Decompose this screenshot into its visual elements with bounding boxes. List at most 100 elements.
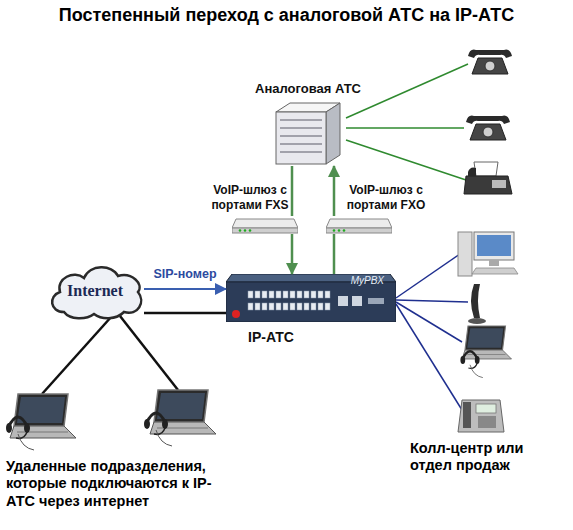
lan-wire	[396, 300, 468, 302]
node-label: IP-АТС	[186, 329, 356, 346]
connector	[291, 234, 294, 274]
lan-port	[248, 291, 253, 298]
gateway-top	[326, 219, 392, 228]
ip-desk-phone	[458, 400, 504, 432]
lan-wire	[396, 304, 462, 410]
pc-screen	[477, 235, 511, 256]
lan-port	[311, 291, 316, 298]
lan-port	[318, 303, 323, 310]
remote-headset	[144, 413, 172, 446]
desk-phone-keys	[478, 416, 496, 428]
phone-wire	[346, 64, 468, 118]
status-led	[249, 229, 252, 232]
connector	[333, 166, 336, 216]
lan-wire	[396, 302, 462, 342]
diagram-title: Постепенный переход с аналоговой АТС на …	[0, 5, 573, 26]
desk-phone-body	[458, 400, 504, 432]
lan-port	[269, 303, 274, 310]
status-led	[333, 229, 336, 232]
uplink-port	[352, 296, 362, 306]
pbx-cabinet	[270, 100, 346, 166]
gateway-front	[232, 228, 298, 233]
slot	[280, 135, 322, 137]
node-label: Internet	[46, 262, 144, 320]
brand-logo	[232, 310, 240, 318]
agent-laptop	[462, 326, 512, 359]
status-led	[239, 229, 242, 232]
pc-tower	[458, 232, 472, 276]
lan-port	[290, 303, 295, 310]
pc-keyboard	[472, 268, 518, 274]
phone-wire	[346, 127, 464, 129]
lan-port	[304, 303, 309, 310]
status-led	[338, 229, 341, 232]
connector	[144, 312, 226, 315]
desk-phone-handset	[463, 402, 471, 428]
brand-label: MyPBX	[351, 275, 384, 287]
connector	[333, 234, 336, 274]
caption-note: Удаленные подразделения, которые подключ…	[6, 458, 226, 510]
gateway-device	[326, 216, 392, 234]
cabinet-side	[326, 103, 340, 164]
lan-port	[269, 291, 274, 298]
desktop-computer	[458, 232, 518, 276]
lan-port	[262, 303, 267, 310]
gateway-front	[326, 228, 392, 233]
lan-port	[262, 291, 267, 298]
lan-port	[276, 303, 281, 310]
lan-port	[325, 291, 330, 298]
lan-port	[318, 291, 323, 298]
internet-wire	[42, 316, 112, 394]
lan-port	[255, 303, 260, 310]
fax-machine	[464, 162, 512, 194]
lan-port	[276, 291, 281, 298]
lan-port	[283, 303, 288, 310]
lan-port	[311, 303, 316, 310]
handset-stand	[468, 318, 486, 324]
remote-wires	[42, 316, 178, 394]
lan-port	[290, 291, 295, 298]
slot	[280, 127, 322, 129]
internet-wire	[120, 316, 178, 390]
slot	[280, 151, 322, 153]
remote-laptop	[150, 390, 216, 434]
connector	[144, 288, 226, 290]
remote-headset	[6, 417, 34, 450]
handset-body	[471, 284, 480, 318]
lan-port	[248, 303, 253, 310]
caption-note: Колл-центр или отдел продаж	[410, 440, 560, 475]
usb-port	[368, 298, 384, 304]
internet-cloud: Internet	[46, 262, 144, 320]
slot	[280, 143, 322, 145]
status-led	[343, 229, 346, 232]
lan-port	[283, 291, 288, 298]
pbx-phone-wires	[346, 64, 468, 180]
lan-port	[304, 291, 309, 298]
node-label: Аналоговая АТС	[228, 81, 388, 97]
voip-gateway: VoIP-шлюз с портами FXS	[232, 216, 298, 234]
voip-gateway: VoIP-шлюз с портами FXO	[326, 216, 392, 234]
lan-port	[255, 291, 260, 298]
ip-pbx: MyPBXIP-АТС	[226, 274, 396, 322]
cabinet-slots	[280, 120, 322, 152]
cabinet-front	[276, 112, 326, 164]
ip-handset	[468, 284, 486, 324]
edge-label: SIP-номер	[130, 267, 240, 281]
lan-port	[297, 303, 302, 310]
uplink-port	[338, 296, 348, 306]
connector	[291, 166, 294, 216]
lan-port	[325, 303, 330, 310]
desk-phone-screen	[476, 404, 496, 413]
office-wires	[396, 254, 468, 410]
slot	[280, 119, 322, 121]
agent-headset	[460, 351, 482, 377]
analog-phone	[468, 50, 512, 74]
node-label: VoIP-шлюз с портами FXO	[332, 183, 440, 212]
pc-monitor	[474, 232, 514, 260]
node-label: VoIP-шлюз с портами FXS	[196, 183, 304, 212]
lan-port	[297, 291, 302, 298]
gateway-device	[232, 216, 298, 234]
status-led	[244, 229, 247, 232]
analog-phone	[466, 116, 510, 140]
